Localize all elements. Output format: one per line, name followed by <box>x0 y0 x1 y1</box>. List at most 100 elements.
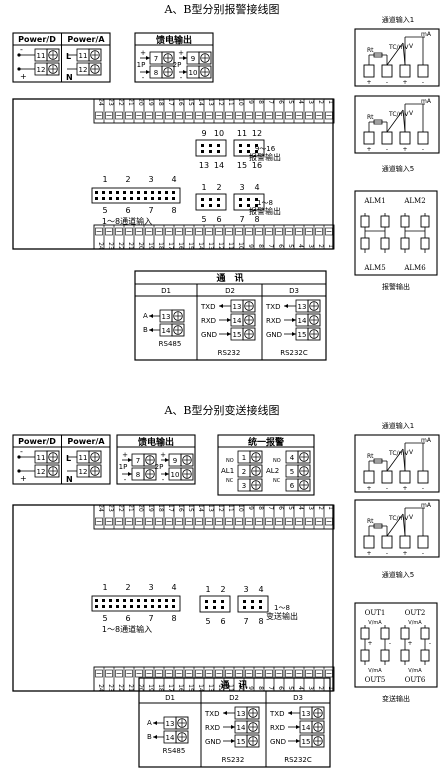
alarm-1-8-pin <box>247 204 250 207</box>
bottom-terminal-strip-screw-box <box>95 227 103 236</box>
comm-d2-arrow <box>227 332 231 336</box>
side-b-trans-footer: 变送输出 <box>382 694 410 703</box>
trans-1-8-pin <box>243 606 246 609</box>
comm-d1-term-14-num: 14 <box>166 734 175 742</box>
alarm-9-16-bottom-num-14: 14 <box>214 161 224 170</box>
side-a-ch1-sign-1: - <box>386 79 388 86</box>
feed-term-8-screw-icon <box>163 67 173 77</box>
trans-1-8-pin <box>205 606 208 609</box>
side-a-ch5-terminal-3 <box>417 131 429 145</box>
side-a-ch1-terminal-2 <box>399 64 411 78</box>
feed-term-10-num: 10 <box>171 471 180 479</box>
input-connector-pin <box>165 599 168 602</box>
input-connector-pin <box>130 599 133 602</box>
comm-d3-term-15 <box>311 734 325 748</box>
top-terminal-strip-screw-box <box>175 111 183 120</box>
input-connector-pin <box>172 191 175 194</box>
bottom-terminal-strip-screw-box <box>145 669 153 678</box>
power-d-term-12-num: 12 <box>37 66 46 74</box>
comm-d3-rxd: RXD <box>270 724 285 732</box>
power-d-term-12-screw-icon <box>48 64 58 74</box>
comm-d1-term-13-num: 13 <box>162 313 171 321</box>
side-b-ch1-box <box>354 434 440 493</box>
side-b-trans-vma-3: V/mA <box>368 668 382 674</box>
side-b-trans-vma-2: V/mA <box>408 620 422 626</box>
bottom-terminal-strip-screw-box <box>215 227 223 236</box>
alarm-1-8-pin <box>209 204 212 207</box>
power-d-dot-11 <box>17 53 21 57</box>
input-connector-pin <box>151 605 154 608</box>
comm-title: 通 讯 <box>220 679 247 691</box>
input-connector-pin <box>109 605 112 608</box>
bottom-terminal-strip-label: 18 <box>157 684 164 692</box>
diagram-a-title: A、B型分别报警接线图 <box>163 2 279 16</box>
top-terminal-strip-label: 19 <box>147 98 154 106</box>
top-terminal-strip-label: 20 <box>137 98 144 106</box>
bottom-terminal-strip-screw-box <box>225 227 233 236</box>
comm-d3-term-13-screw-icon <box>309 301 319 311</box>
top-terminal-strip-label: 4 <box>297 506 304 510</box>
alarm-1-8-pin <box>217 198 220 201</box>
top-terminal-strip-screw-box <box>315 111 323 120</box>
unified-alarm-box <box>217 434 315 496</box>
trans-1-8-pin <box>243 600 246 603</box>
unified-nc-1: NC <box>226 478 234 484</box>
comm-d1-arrow-a <box>153 721 157 725</box>
side-b-ch1-sign-0: + <box>366 485 371 492</box>
bottom-terminal-strip-screw-box <box>185 227 193 236</box>
comm-d2-term-15 <box>246 734 260 748</box>
trans-1-8-pin <box>221 600 224 603</box>
side-a-ch5-sign-0: + <box>366 146 371 153</box>
feed-arrow-8 <box>146 70 150 74</box>
alarm-9-16-pin <box>247 150 250 153</box>
input-connector-pin <box>95 197 98 200</box>
side-b-ch5-sign-3: - <box>422 550 424 557</box>
feed-box <box>134 32 214 83</box>
top-terminal-strip-screw-box <box>125 517 133 526</box>
side-b-ch1-label: 通道输入1 <box>382 421 414 430</box>
trans-1-8-block <box>237 595 269 613</box>
input-bottom-num-7: 7 <box>148 206 153 215</box>
trans-1-8-top-num-4: 4 <box>258 585 263 594</box>
comm-d2-name: RS232 <box>222 756 245 764</box>
power-a-term-11 <box>88 450 102 464</box>
comm-d2-term-13-num: 13 <box>233 303 242 311</box>
side-a-ch5-sign-1: - <box>386 146 388 153</box>
input-connector-pin <box>109 599 112 602</box>
alarm-1-8-top-num-1: 1 <box>201 183 206 192</box>
top-terminal-strip-screw-box <box>135 111 143 120</box>
comm-d3-arrow <box>296 725 300 729</box>
top-terminal-strip-label: 8 <box>257 506 264 510</box>
diagram-b-title: A、B型分别变送接线图 <box>163 403 279 417</box>
feed-term-7-screw-icon <box>163 53 173 63</box>
alarm-9-16-bottom-num-13: 13 <box>199 161 209 170</box>
alarm-1-8-pin <box>209 198 212 201</box>
bottom-terminal-strip-screw-box <box>205 669 213 678</box>
alarm-1-8-range: 1～8 <box>257 199 273 207</box>
feed-term-9-screw-icon <box>182 455 192 465</box>
top-terminal-strip-screw-box <box>105 517 113 526</box>
input-connector-pin <box>95 191 98 194</box>
side-b-ch5-sign-2: + <box>402 550 407 557</box>
unified-term-5-num: 5 <box>290 468 294 476</box>
input-connector-pin <box>130 191 133 194</box>
comm-d3-term-13 <box>307 299 321 313</box>
comm-d2-term-14 <box>242 313 256 327</box>
top-terminal-strip-label: 21 <box>127 98 134 106</box>
bottom-terminal-strip-label: 16 <box>177 242 184 250</box>
bottom-terminal-strip-screw-box <box>125 227 133 236</box>
input-label: 1～8通道输入 <box>102 624 152 634</box>
input-connector-pin <box>95 599 98 602</box>
side-a-ch5-label: 通道输入5 <box>382 164 414 173</box>
bottom-terminal-strip-screw-box <box>185 669 193 678</box>
top-terminal-strip-screw-box <box>165 111 173 120</box>
side-b-ch1-terminal-0 <box>363 470 375 484</box>
feed-term-10 <box>198 65 212 79</box>
top-terminal-strip-label: 16 <box>177 504 184 512</box>
comm-d3-term-13-num: 13 <box>298 303 307 311</box>
side-b-ch5-v: V <box>409 514 414 521</box>
input-connector-pin <box>172 599 175 602</box>
feed-arrow-10 <box>183 70 187 74</box>
bottom-terminal-strip-screw-box <box>235 227 243 236</box>
input-connector-pin <box>137 605 140 608</box>
